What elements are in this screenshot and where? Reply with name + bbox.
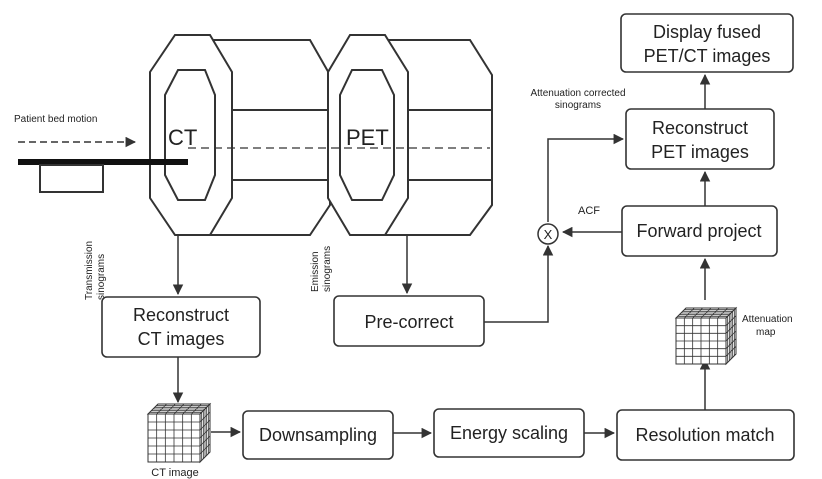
pre-correct-text: Pre-correct xyxy=(364,312,453,332)
display-fused-box xyxy=(620,13,794,73)
reconstruct-pet-box xyxy=(625,108,775,170)
display-fused-text-1: Display fused xyxy=(653,22,761,42)
atten-map-label-1: Attenuation xyxy=(742,314,793,325)
ct-gantry xyxy=(149,34,331,236)
energy-scaling-text: Energy scaling xyxy=(450,423,568,443)
reconstruct-ct-text-2: CT images xyxy=(138,329,225,349)
acf-label: ACF xyxy=(578,205,600,217)
pet-gantry xyxy=(327,34,493,236)
downsampling-text: Downsampling xyxy=(259,425,377,445)
multiply-symbol: X xyxy=(544,227,553,242)
arrow-multiply-to-reconstruct-pet xyxy=(547,133,625,222)
atten-map-label-2: map xyxy=(756,327,776,338)
transmission-label-1: Transmission xyxy=(84,241,95,300)
arrow-precorrect-to-multiply xyxy=(484,244,554,323)
ct-image-label: CT image xyxy=(151,467,198,479)
reconstruct-ct-box xyxy=(101,296,261,358)
ct-aperture xyxy=(164,69,216,201)
transmission-label-2: sinograms xyxy=(96,254,107,300)
emission-label-2: sinograms xyxy=(322,246,333,292)
multiply-node xyxy=(537,223,559,245)
bed-motion-label: Patient bed motion xyxy=(14,114,97,125)
reconstruct-pet-text-1: Reconstruct xyxy=(652,118,748,138)
reconstruct-ct-text-1: Reconstruct xyxy=(133,305,229,325)
attenuation-map-cube-icon xyxy=(674,306,738,366)
patient-bed xyxy=(18,159,188,165)
forward-project-box xyxy=(621,205,778,257)
bed-base xyxy=(39,164,104,193)
emission-label-1: Emission xyxy=(310,251,321,292)
display-fused-text-2: PET/CT images xyxy=(644,46,771,66)
ct-label: CT xyxy=(168,125,197,150)
atten-corrected-label-1: Attenuation corrected xyxy=(530,88,625,99)
atten-corrected-label-2: sinograms xyxy=(555,100,601,111)
ct-image-cube-icon xyxy=(146,402,212,464)
pet-aperture xyxy=(339,69,395,201)
resolution-match-text: Resolution match xyxy=(635,425,774,445)
pre-correct-box xyxy=(333,295,485,347)
reconstruct-pet-text-2: PET images xyxy=(651,142,749,162)
downsampling-box xyxy=(242,410,394,460)
pet-label: PET xyxy=(346,125,389,150)
forward-project-text: Forward project xyxy=(636,221,761,241)
